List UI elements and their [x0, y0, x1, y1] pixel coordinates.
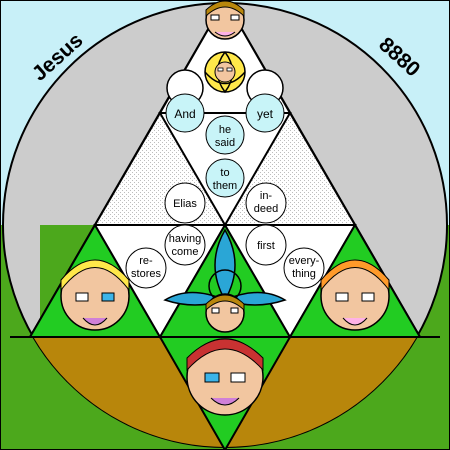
bubble-deed-text: deed	[254, 203, 278, 215]
bubble-yet-text: yet	[257, 107, 274, 121]
bubble-every-text: every-	[289, 255, 320, 267]
bubble-to-them: to them	[205, 158, 245, 198]
face-icon-left	[60, 259, 130, 331]
bubble-indeed: in- deed	[245, 182, 287, 224]
bubble-stores-text: stores	[131, 268, 161, 280]
triquetra-icon	[163, 228, 287, 306]
bubble-and-text: And	[174, 107, 195, 121]
bubble-having-come: having come	[164, 224, 206, 266]
bubble-he-text: he	[219, 124, 231, 136]
face-icon-right	[320, 259, 390, 331]
bubble-everything: every- thing	[283, 247, 325, 289]
bubble-re-text: re-	[139, 255, 153, 267]
bubble-to-text: to	[220, 167, 229, 179]
face-icon-trinity	[214, 61, 236, 83]
bubble-yet: yet	[245, 93, 285, 133]
bubble-thing-text: thing	[292, 268, 316, 280]
bubble-first-text: first	[257, 240, 275, 252]
bubble-having-text: having	[169, 233, 201, 245]
face-icon-top	[205, 0, 245, 40]
face-icon-bottom	[186, 338, 264, 416]
face-icon-center	[205, 293, 245, 333]
bubble-in-text: in-	[260, 190, 273, 202]
bubble-and: And	[165, 93, 205, 133]
bubble-elias: Elias	[164, 182, 206, 224]
bubble-first: first	[245, 224, 287, 266]
bubble-come-text: come	[172, 246, 199, 258]
bubble-he-said: he said	[205, 115, 245, 155]
bubble-them-text: them	[213, 180, 237, 192]
bubble-restores: re- stores	[125, 247, 167, 289]
bubble-said-text: said	[215, 137, 235, 149]
bubble-elias-text: Elias	[173, 198, 197, 210]
